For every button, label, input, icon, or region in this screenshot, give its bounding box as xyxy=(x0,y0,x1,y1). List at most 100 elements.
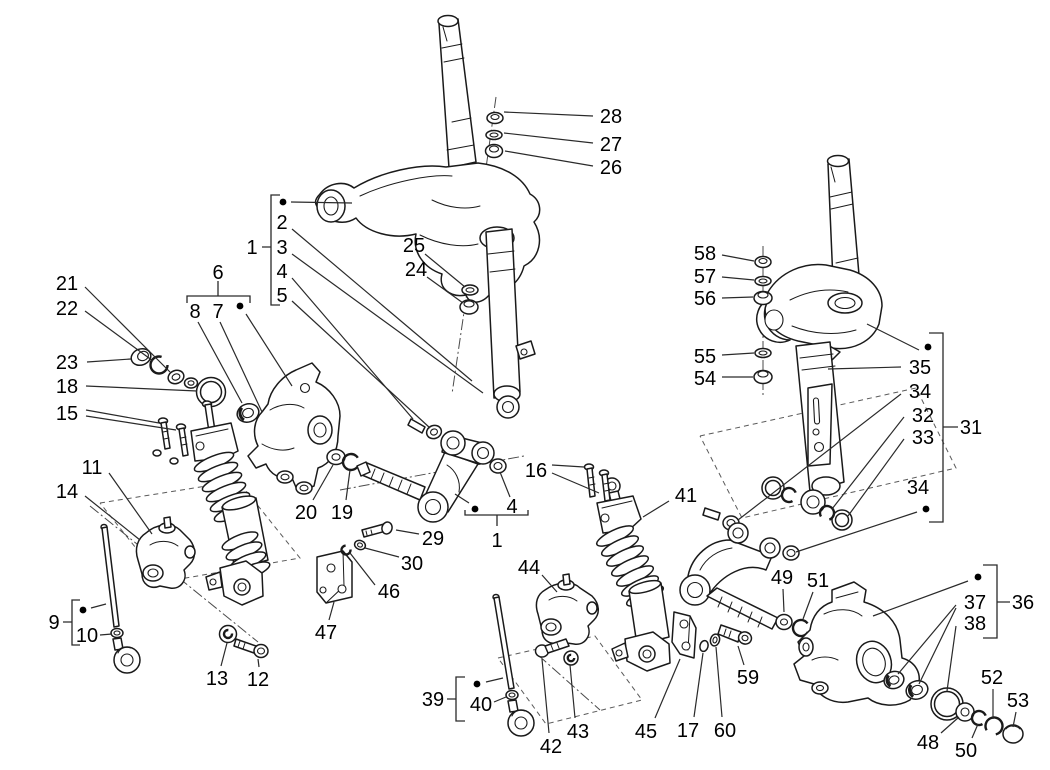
leader-line xyxy=(290,201,353,204)
bolt-12 xyxy=(233,638,269,659)
callout-29: 29 xyxy=(422,528,444,550)
callout-50: 50 xyxy=(955,740,977,762)
shock-absorber-center xyxy=(595,477,671,672)
suspension-link-right xyxy=(679,522,800,630)
pressure-valve-left xyxy=(135,516,196,589)
leader-line xyxy=(85,415,177,431)
leader-line xyxy=(1012,711,1017,728)
leader-line xyxy=(499,471,511,498)
leader-line xyxy=(349,552,376,586)
pressure-valve-center xyxy=(535,573,599,645)
assembly-bullet xyxy=(922,505,930,513)
washer-ring-20-19 xyxy=(326,448,361,472)
leader-line xyxy=(940,716,960,734)
leader-line xyxy=(291,253,484,394)
callout-18: 18 xyxy=(56,376,78,398)
leader-line xyxy=(108,472,153,535)
tie-rod-left xyxy=(100,523,141,674)
suspension-link-center xyxy=(356,418,507,523)
leader-line xyxy=(847,438,905,517)
callout-46: 46 xyxy=(378,581,400,603)
group-bracket xyxy=(929,332,958,523)
leader-line xyxy=(364,547,400,558)
callout-55: 55 xyxy=(694,346,716,368)
leader-line xyxy=(84,310,154,362)
leader-line xyxy=(503,111,594,117)
leader-line xyxy=(395,529,420,535)
callout-58: 58 xyxy=(694,243,716,265)
bolt-42 xyxy=(534,638,570,658)
center-axis-line xyxy=(89,505,259,643)
seal-rings-right-leg xyxy=(761,476,853,531)
callout-25: 25 xyxy=(403,235,425,257)
shock-absorber-left xyxy=(190,400,271,606)
callout-19: 19 xyxy=(331,502,353,524)
leader-line xyxy=(737,645,745,666)
assembly-bullet xyxy=(236,302,244,310)
bolt-29 xyxy=(361,521,393,538)
callout-53: 53 xyxy=(1007,690,1029,712)
group-bracket xyxy=(186,281,251,303)
phantom-outline xyxy=(699,387,957,519)
leader-line xyxy=(219,321,263,413)
callout-34: 34 xyxy=(909,381,931,403)
callout-12: 12 xyxy=(247,669,269,691)
washer-cup-25-24 xyxy=(459,284,479,315)
leader-line xyxy=(897,604,957,675)
callout-17: 17 xyxy=(677,720,699,742)
leader-line xyxy=(551,464,585,468)
leader-line xyxy=(345,469,351,501)
callout-31: 31 xyxy=(960,417,982,439)
callout-33: 33 xyxy=(912,427,934,449)
callout-26: 26 xyxy=(600,157,622,179)
callout-1: 1 xyxy=(491,530,502,552)
leader-line xyxy=(86,358,132,363)
washers-17-60 xyxy=(699,633,721,653)
group-bracket xyxy=(262,194,280,306)
group-bracket xyxy=(464,510,529,526)
callout-30: 30 xyxy=(401,553,423,575)
locknut-washer-stack-top xyxy=(484,111,504,159)
callout-44: 44 xyxy=(518,557,540,579)
callout-14: 14 xyxy=(56,481,78,503)
washer-13 xyxy=(218,624,238,644)
leader-line xyxy=(541,574,558,593)
callout-11: 11 xyxy=(82,457,103,479)
washer-30 xyxy=(353,539,367,551)
callout-10: 10 xyxy=(76,625,98,647)
callout-51: 51 xyxy=(807,570,829,592)
callout-24: 24 xyxy=(405,259,427,281)
leader-line xyxy=(827,366,902,370)
leader-line xyxy=(872,580,969,617)
callout-34: 34 xyxy=(907,477,929,499)
callout-15: 15 xyxy=(56,403,78,425)
locknut-stack-right xyxy=(753,255,773,306)
callout-22: 22 xyxy=(56,298,78,320)
callout-45: 45 xyxy=(635,721,657,743)
callout-48: 48 xyxy=(917,732,939,754)
callout-13: 13 xyxy=(206,668,228,690)
callout-37: 37 xyxy=(964,592,986,614)
leader-line xyxy=(291,228,473,382)
callout-39: 39 xyxy=(422,689,444,711)
steering-knuckle-left xyxy=(247,362,341,495)
callout-8: 8 xyxy=(189,301,200,323)
leader-line xyxy=(291,300,431,429)
callout-27: 27 xyxy=(600,134,622,156)
leader-line xyxy=(715,646,723,718)
leader-line xyxy=(782,588,785,613)
callout-41: 41 xyxy=(675,485,697,507)
assembly-bullet xyxy=(471,505,479,513)
bolt-59 xyxy=(717,624,753,645)
mount-bolts-15 xyxy=(152,417,189,465)
leader-line xyxy=(721,296,754,299)
leader-line xyxy=(197,321,243,404)
callout-43: 43 xyxy=(567,721,589,743)
leader-line xyxy=(245,313,293,387)
leader-line xyxy=(721,352,755,356)
callout-57: 57 xyxy=(694,266,716,288)
leader-line xyxy=(84,286,171,373)
washer-43 xyxy=(563,650,579,666)
leader-line xyxy=(485,677,504,683)
